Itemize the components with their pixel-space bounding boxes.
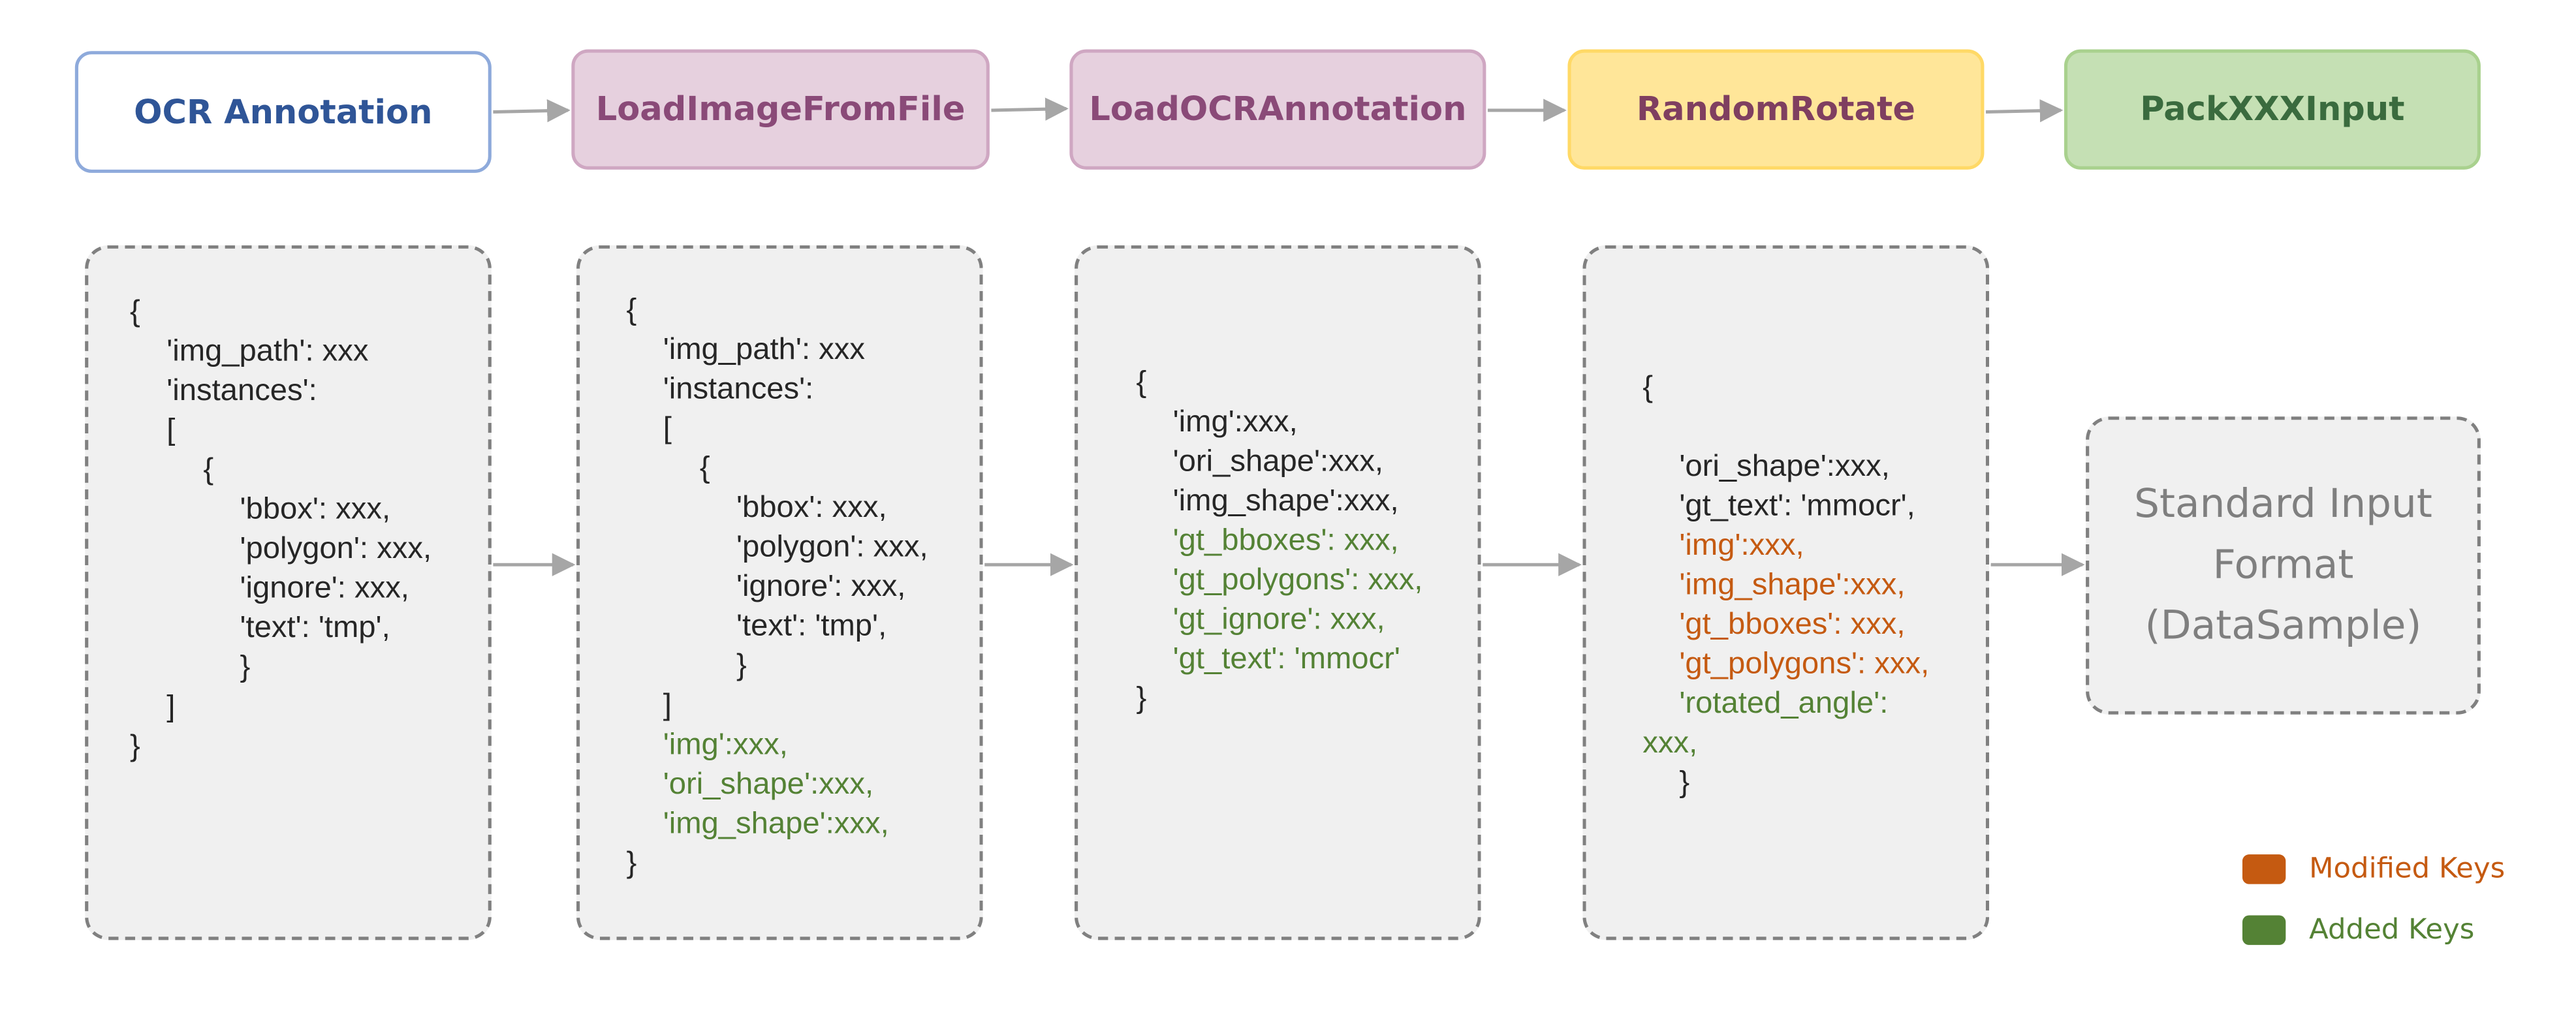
code-line: { (203, 451, 214, 486)
code-line: 'img':xxx, (1679, 527, 1804, 562)
code-line: 'img_path': xxx (166, 332, 369, 367)
arrow-head-2 (991, 97, 1069, 121)
code-line: 'img_shape':xxx, (1679, 566, 1906, 601)
code-line: } (240, 648, 251, 683)
node-load-image-from-file: LoadImageFromFile (571, 49, 990, 170)
data-box-ocr-annotation (85, 245, 492, 940)
code-line (1642, 407, 1929, 446)
code-line: 'gt_text': 'mmocr', (1679, 487, 1915, 522)
code-line: } (1136, 679, 1147, 715)
code-line: xxx, (1642, 724, 1698, 759)
legend-added: Added Keys (2242, 914, 2474, 946)
arrow-head-4 (1985, 99, 2064, 123)
code-line: { (1136, 364, 1147, 399)
code-line: 'instances': (663, 370, 814, 405)
code-line: 'img':xxx, (1172, 403, 1298, 438)
code-line: 'rotated_angle': (1679, 685, 1889, 720)
code-line: 'bbox': xxx, (240, 490, 391, 525)
code-line: { (1642, 369, 1654, 404)
code-line: 'gt_bboxes': xxx, (1679, 606, 1906, 641)
output-line-3: (DataSample) (2144, 602, 2422, 649)
code-line: 'gt_bboxes': xxx, (1172, 521, 1399, 557)
code-line: } (130, 727, 140, 762)
legend-modified: Modified Keys (2242, 853, 2505, 886)
legend-added-label: Added Keys (2309, 913, 2475, 947)
data-box-random-rotate (1582, 245, 1990, 940)
output-line-2: Format (2212, 541, 2354, 588)
code-line: } (626, 845, 637, 880)
code-line: 'text': 'tmp', (736, 607, 887, 642)
output-line-1: Standard Input (2134, 480, 2432, 527)
legend-modified-label: Modified Keys (2309, 852, 2505, 886)
legend-added-swatch (2242, 915, 2286, 945)
code-line: 'img_shape':xxx, (1172, 482, 1399, 518)
code-line: 'gt_ignore': xxx, (1172, 600, 1385, 636)
code-line: [ (166, 411, 176, 446)
node-ocr-annotation: OCR Annotation (74, 51, 492, 173)
code-line: 'text': 'tmp', (240, 609, 390, 644)
code-line: 'img_path': xxx (663, 331, 866, 365)
code-line: 'ignore': xxx, (736, 568, 906, 603)
code-line: ] (166, 688, 176, 723)
code-line: ] (663, 686, 672, 721)
code-line: 'ori_shape':xxx, (1679, 448, 1890, 483)
code-load-ocr-annotation: { 'img':xxx, 'ori_shape':xxx, 'img_shape':x… (1136, 362, 1422, 718)
code-line: 'ignore': xxx, (240, 569, 409, 604)
node-load-ocr-annotation: LoadOCRAnnotation (1069, 49, 1486, 170)
code-line: 'gt_polygons': xxx, (1172, 561, 1423, 597)
code-line: 'img':xxx, (663, 726, 788, 761)
code-line: [ (663, 410, 672, 445)
code-line: } (1679, 764, 1690, 799)
arrow-head-1 (493, 99, 571, 123)
code-load-image: { 'img_path': xxx 'instances': [ { 'bbox': xx… (627, 290, 928, 882)
code-line: 'gt_text': 'mmocr' (1172, 640, 1400, 675)
code-line: { (699, 449, 710, 484)
code-line: 'ori_shape':xxx, (1172, 442, 1384, 478)
data-box-load-image (576, 245, 983, 940)
code-line: } (736, 647, 747, 682)
code-line: { (626, 291, 637, 326)
code-line: 'bbox': xxx, (736, 489, 887, 524)
code-line: 'img_shape':xxx, (663, 805, 889, 840)
code-line: 'polygon': xxx, (240, 530, 432, 565)
node-pack-input: PackXXXInput (2064, 49, 2481, 170)
node-random-rotate: RandomRotate (1567, 49, 1985, 170)
code-random-rotate: { 'ori_shape':xxx, 'gt_text': 'mmocr', 'img… (1642, 367, 1929, 802)
data-box-load-ocr-annotation (1075, 245, 1481, 940)
code-ocr-annotation: { 'img_path': xxx 'instances': [ { 'bbox': xx… (130, 291, 432, 765)
code-line: 'gt_polygons': xxx, (1679, 645, 1930, 680)
code-line: 'ori_shape':xxx, (663, 765, 874, 800)
output-box-data-sample: Standard Input Format (DataSample) (2086, 416, 2481, 715)
code-line: { (130, 293, 140, 328)
legend-modified-swatch (2242, 854, 2286, 884)
code-line: 'instances': (166, 372, 317, 407)
code-line: 'polygon': xxx, (736, 528, 928, 563)
